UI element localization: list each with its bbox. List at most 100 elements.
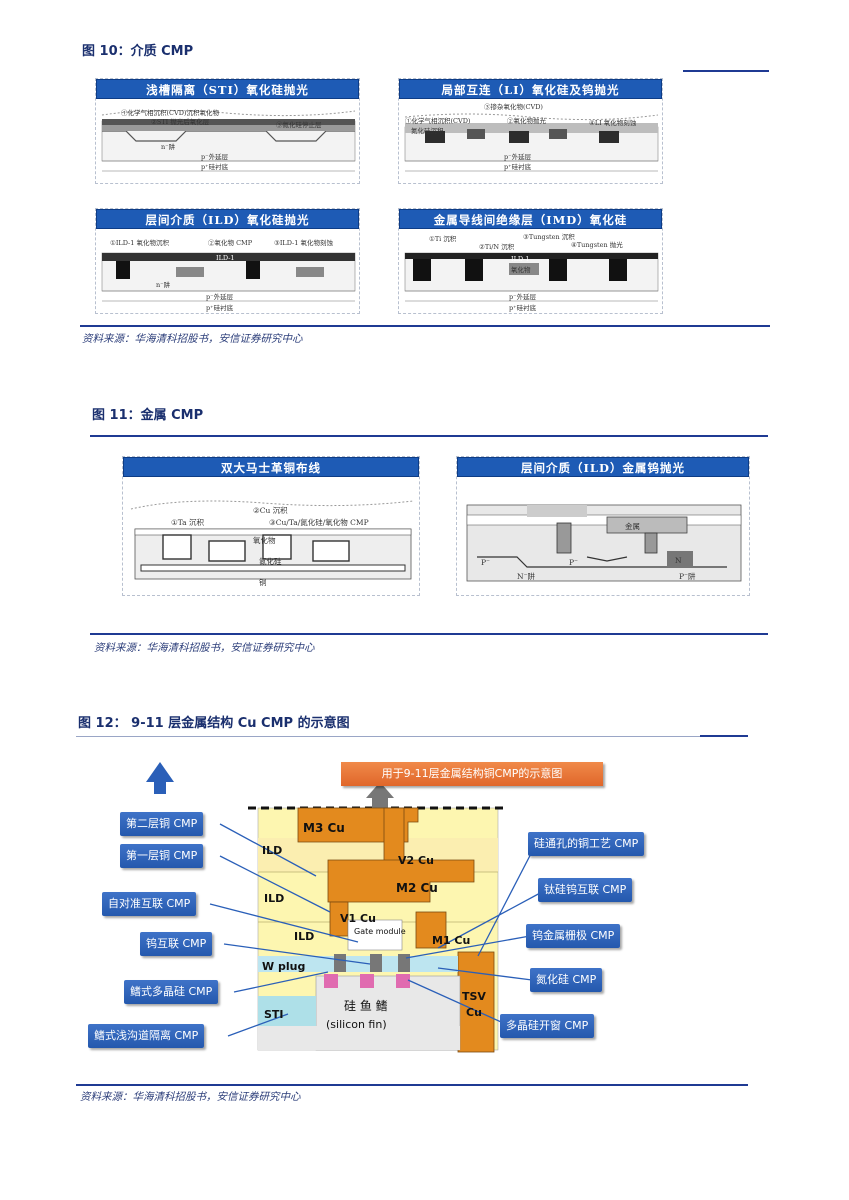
ild-label-7: p⁺硅衬底	[206, 303, 234, 312]
fig10-panel-imd: 金属导线间绝缘层（IMD）氧化硅 ①Ti 沉积 ②Ti/N 沉积 ③Tungst…	[398, 208, 663, 314]
li-label-6: p⁻外延层	[504, 152, 532, 161]
ildw-label-2: P⁻	[481, 558, 490, 567]
dual-label-6: 铜	[259, 577, 267, 587]
panel-header: 层间介质（ILD）氧化硅抛光	[96, 209, 359, 229]
ildw-label-5: N	[675, 556, 682, 565]
sti-diagram: ①化学气相沉积(CVD)沉积氧化物 ②STI 抛光后氧化层 ③氮化硅停止层 n⁻…	[101, 108, 356, 172]
fin-label-1: 硅 鱼 鳍	[344, 999, 388, 1013]
dual-label-2: ①Ta 沉积	[171, 517, 204, 527]
imd-label-1: ①Ti 沉积	[429, 234, 457, 243]
imd-label-4: ④Tungsten 抛光	[571, 240, 623, 249]
callout-left-6: 鳍式浅沟道隔离 CMP	[88, 1024, 205, 1048]
ild-label-2: ②氧化物 CMP	[208, 238, 253, 247]
li-label-3: ②氧化物抛光	[507, 116, 547, 125]
panel-header: 双大马士革铜布线	[123, 457, 419, 477]
fig10-panel-ild: 层间介质（ILD）氧化硅抛光 ①ILD-1 氧化物沉积 ②氧化物 CMP ③IL…	[95, 208, 360, 314]
li-diagram: ③掺杂氧化物(CVD) ①化学气相沉积(CVD) ②氧化物抛光 ④LI 氧化物刻…	[404, 102, 659, 172]
panel-header: 金属导线间绝缘层（IMD）氧化硅	[399, 209, 662, 229]
callout-right-2: 钛硅钨互联 CMP	[538, 878, 633, 902]
fig11-panel-ildw: 层间介质（ILD）金属钨抛光 金属 P⁻ N⁻阱 P⁻ N P⁻阱	[456, 456, 750, 596]
fig12-bottom-rule	[76, 1084, 748, 1086]
ildw-label-6: P⁻阱	[679, 571, 696, 581]
callout-right-1: 硅通孔的铜工艺 CMP	[528, 832, 645, 856]
callout-right-5: 多晶硅开窗 CMP	[500, 1014, 595, 1038]
fig11-top-rule	[90, 435, 768, 437]
ildw-label-4: P⁻	[569, 558, 578, 567]
sti-label-3: ③氮化硅停止层	[276, 120, 322, 129]
callout-left-4: 钨互联 CMP	[140, 932, 213, 956]
li-label-4: ④LI 氧化物刻蚀	[589, 118, 637, 127]
fig12-top-rule	[76, 736, 748, 737]
m3-label: M3 Cu	[303, 821, 345, 835]
sti-label: STI	[264, 1008, 284, 1021]
ild-label-1: ILD	[262, 844, 282, 857]
fig11-title: 图 11：金属 CMP	[92, 408, 204, 423]
imd-label-5: ILD-1	[511, 255, 530, 263]
dual-diagram: ②Cu 沉积 ①Ta 沉积 ③Cu/Ta/氮化硅/氧化物 CMP 氧化物 氮化硅…	[130, 500, 414, 587]
ild-diagram: ①ILD-1 氧化物沉积 ②氧化物 CMP ③ILD-1 氧化物刻蚀 ILD-1…	[101, 238, 356, 312]
sti-label-2: ②STI 抛光后氧化层	[151, 117, 210, 126]
ild-label-2: ILD	[264, 892, 284, 905]
li-label-2: ①化学气相沉积(CVD)	[405, 116, 471, 125]
ild-label-3: ILD	[294, 930, 314, 943]
fig12-title: 图 12： 9-11 层金属结构 Cu CMP 的示意图	[78, 716, 350, 731]
imd-label-6: 氧化物	[511, 265, 531, 274]
panel-header: 层间介质（ILD）金属钨抛光	[457, 457, 749, 477]
fig12-source: 资料来源：华海清科招股书，安信证券研究中心	[80, 1091, 301, 1103]
li-label-5: 氮化硅沉积	[411, 126, 444, 135]
tsv-label-2: Cu	[466, 1006, 482, 1019]
fig12-banner: 用于9-11层金属结构铜CMP的示意图	[341, 762, 603, 786]
m2-label: M2 Cu	[396, 881, 438, 895]
callout-right-3: 钨金属栅极 CMP	[526, 924, 621, 948]
fig11-source: 资料来源：华海清科招股书，安信证券研究中心	[94, 642, 315, 654]
fig11-bottom-rule	[90, 633, 768, 635]
fig10-bottom-rule	[80, 325, 770, 327]
fig12-top-rule-accent	[700, 735, 748, 737]
ild-label-6: p⁻外延层	[206, 292, 234, 301]
li-label-1: ③掺杂氧化物(CVD)	[484, 102, 543, 111]
fig10-top-rule	[683, 70, 769, 72]
panel-header: 浅槽隔离（STI）氧化硅抛光	[96, 79, 359, 99]
ildw-label-3: N⁻阱	[517, 571, 536, 581]
up-arrow-icon	[146, 762, 174, 794]
callout-left-5: 鳍式多晶硅 CMP	[124, 980, 219, 1004]
li-label-7: p⁺硅衬底	[504, 162, 532, 171]
dual-label-4: 氧化物	[253, 535, 276, 545]
v1-label: V1 Cu	[340, 912, 376, 925]
gate-label: Gate module	[354, 927, 406, 936]
callout-left-3: 自对准互联 CMP	[102, 892, 197, 916]
imd-label-2: ②Ti/N 沉积	[479, 242, 515, 251]
sti-label-4: n⁻阱	[161, 142, 176, 151]
ild-label-4: ILD-1	[216, 254, 235, 262]
v2-label: V2 Cu	[398, 854, 434, 867]
dual-label-3: ③Cu/Ta/氮化硅/氧化物 CMP	[269, 517, 369, 527]
dual-label-5: 氮化硅	[259, 556, 282, 566]
imd-label-3: ③Tungsten 沉积	[523, 232, 575, 241]
fig11-panel-dual: 双大马士革铜布线 ②Cu 沉积 ①Ta 沉积 ③Cu/Ta/氮化硅/氧化物 CM…	[122, 456, 420, 596]
fin-label-2: (silicon fin)	[326, 1018, 387, 1031]
imd-label-7: p⁻外延层	[509, 292, 537, 301]
dual-label-1: ②Cu 沉积	[253, 505, 288, 515]
imd-diagram: ①Ti 沉积 ②Ti/N 沉积 ③Tungsten 沉积 ④Tungsten 抛…	[404, 232, 659, 312]
ild-label-5: n⁻阱	[156, 280, 171, 289]
fig10-panel-sti: 浅槽隔离（STI）氧化硅抛光 ①化学气相沉积(CVD)沉积氧化物 ②STI 抛光…	[95, 78, 360, 184]
panel-header: 局部互连（LI）氧化硅及钨抛光	[399, 79, 662, 99]
callout-left-1: 第二层铜 CMP	[120, 812, 204, 836]
ildw-label-1: 金属	[625, 521, 640, 531]
ild-label-1: ①ILD-1 氧化物沉积	[110, 238, 169, 247]
sti-label-6: p⁺硅衬底	[201, 162, 229, 171]
ildw-diagram: 金属 P⁻ N⁻阱 P⁻ N P⁻阱	[466, 504, 742, 582]
fig12-structure: M3 Cu V2 Cu M2 Cu V1 Cu M1 Cu ILD ILD IL…	[146, 762, 543, 1053]
imd-label-8: p⁺硅衬底	[509, 303, 537, 312]
fig10-source: 资料来源：华海清科招股书，安信证券研究中心	[82, 333, 303, 345]
tsv-label-1: TSV	[462, 990, 486, 1003]
ild-label-3: ③ILD-1 氧化物刻蚀	[274, 238, 333, 247]
callout-left-2: 第一层铜 CMP	[120, 844, 204, 868]
m1-label: M1 Cu	[432, 934, 470, 947]
callout-right-4: 氮化硅 CMP	[530, 968, 603, 992]
fig12-diagram: M3 Cu V2 Cu M2 Cu V1 Cu M1 Cu ILD ILD IL…	[88, 752, 698, 1062]
fig10-panel-li: 局部互连（LI）氧化硅及钨抛光 ③掺杂氧化物(CVD) ①化学气相沉积(CVD)…	[398, 78, 663, 184]
sti-label-1: ①化学气相沉积(CVD)沉积氧化物	[121, 108, 219, 117]
sti-label-5: p⁻外延层	[201, 152, 229, 161]
fig10-title: 图 10：介质 CMP	[82, 44, 194, 59]
